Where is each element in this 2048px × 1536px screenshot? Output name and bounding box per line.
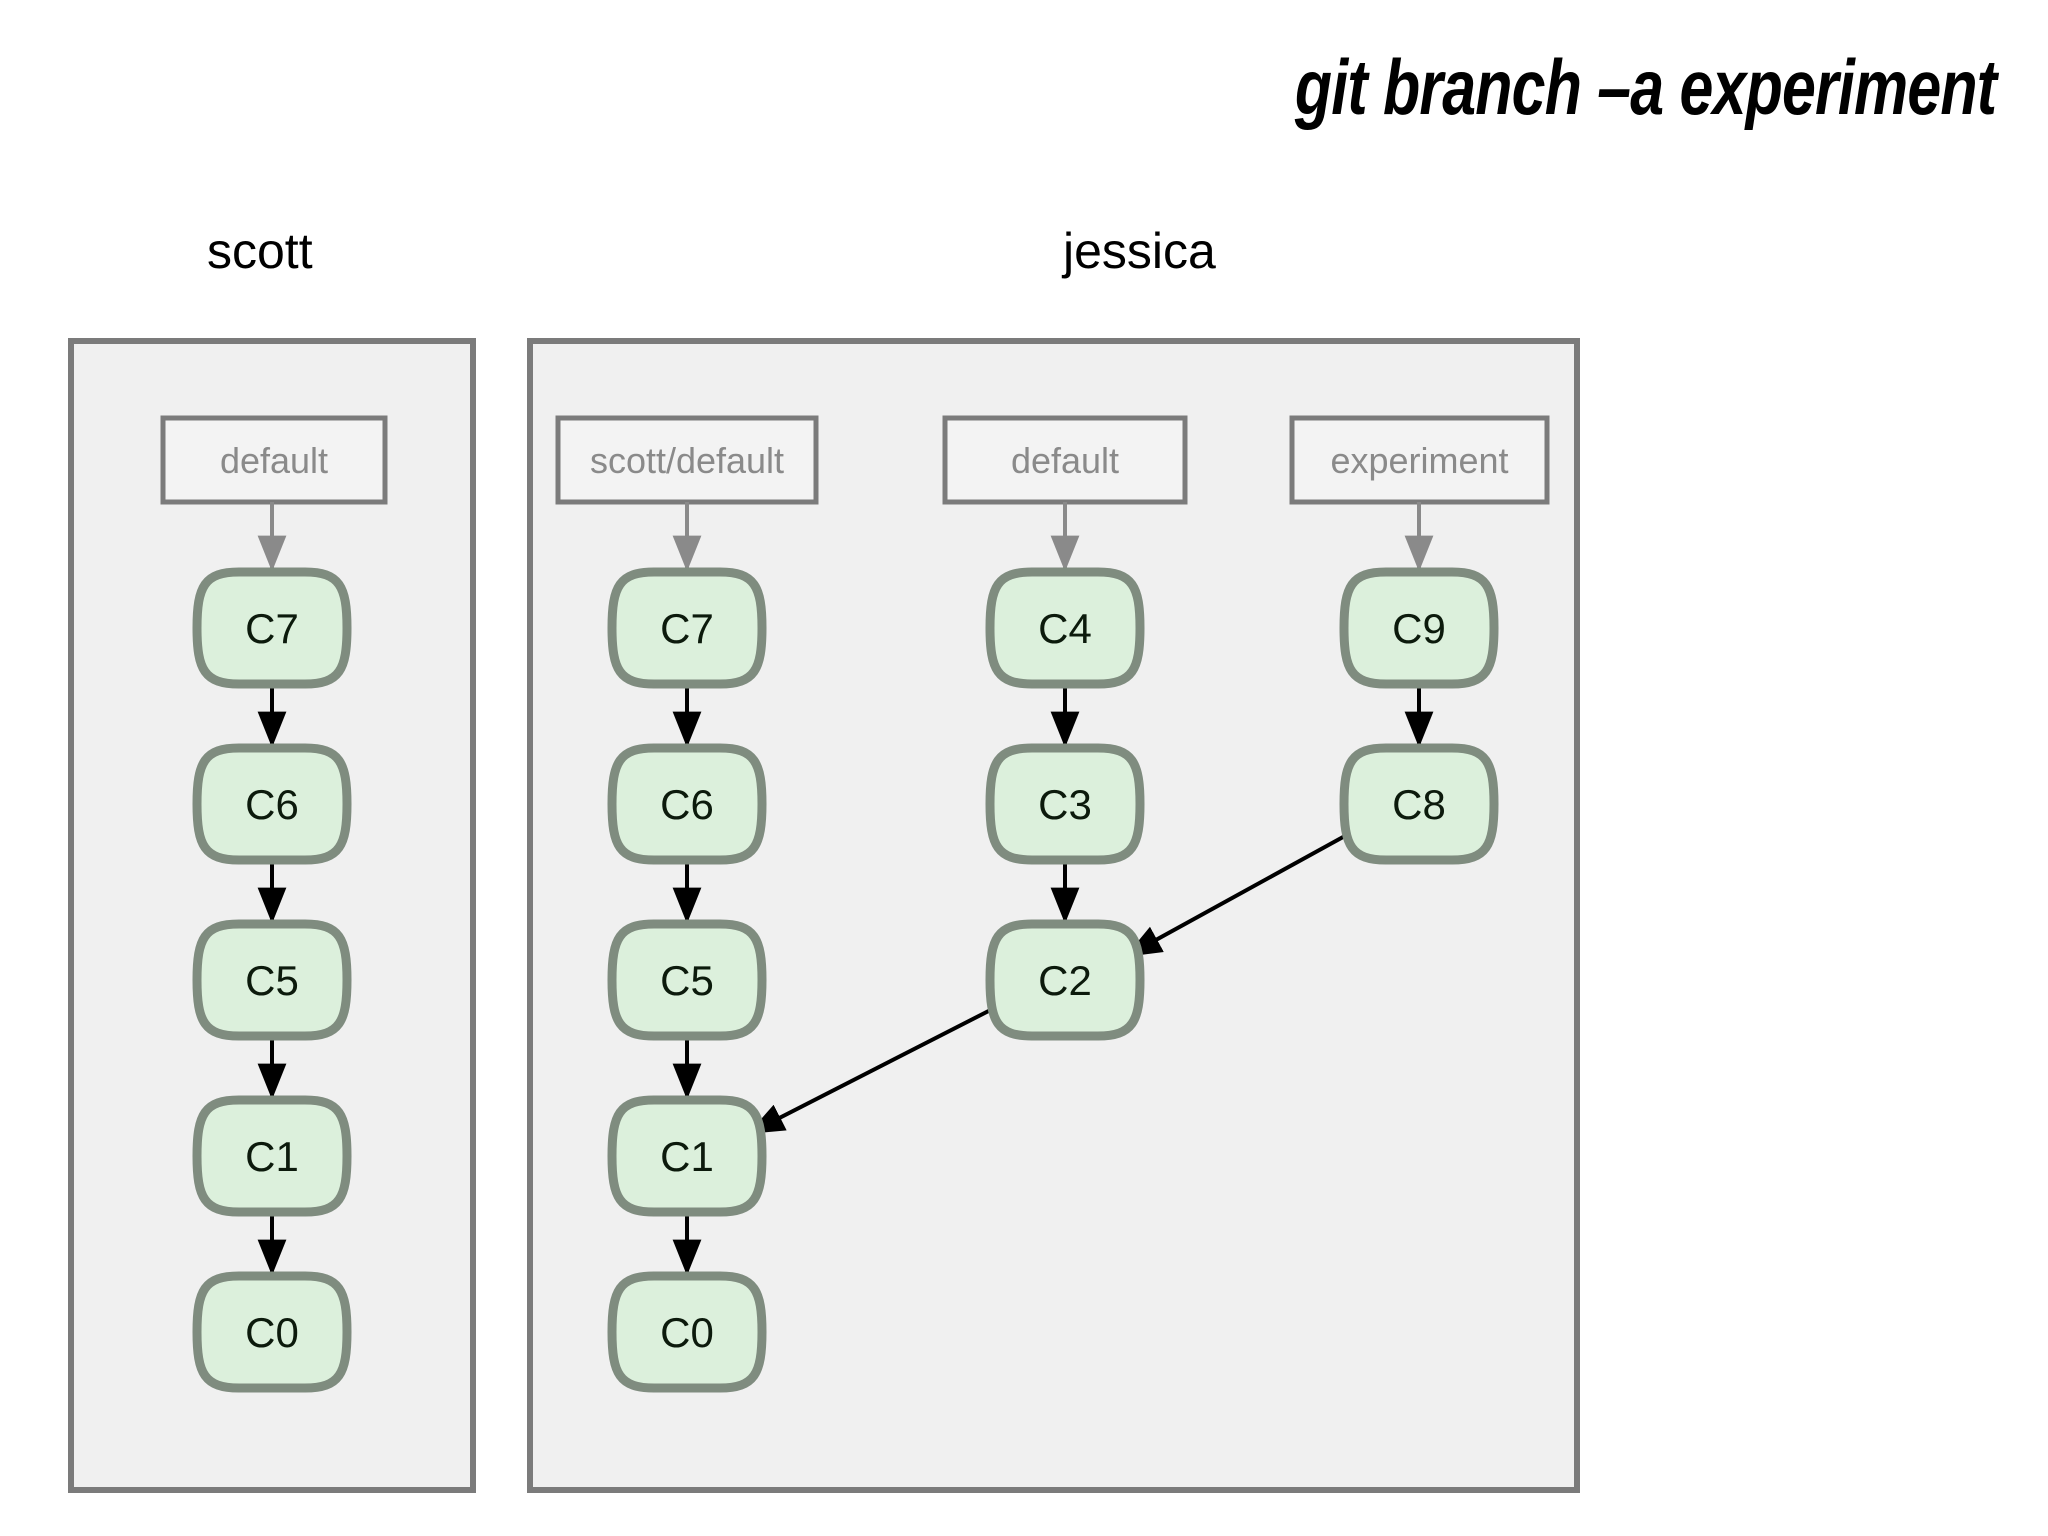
branch-labels-layer: default scott/default default experiment (160, 415, 1550, 572)
commit-node-shape[interactable] (192, 743, 352, 865)
commit-node-C6[interactable]: C6 (192, 743, 352, 865)
commit-node-C7[interactable]: C7 (607, 567, 767, 689)
commit-node-label: C6 (245, 781, 299, 828)
branch-label-text: scott/default (590, 440, 784, 481)
commit-node-label: C8 (1392, 781, 1446, 828)
commit-node-shape[interactable] (985, 743, 1145, 865)
commit-node-label: C7 (245, 605, 299, 652)
commit-node-label: C0 (245, 1309, 299, 1356)
commit-node-shape[interactable] (1339, 743, 1499, 865)
commit-node-C1[interactable]: C1 (192, 1095, 352, 1217)
commit-node-C3[interactable]: C3 (985, 743, 1145, 865)
branch-label-box[interactable] (942, 415, 1188, 505)
commit-edge-C2-to-C1 (748, 999, 1009, 1135)
commit-node-shape[interactable] (1339, 567, 1499, 689)
repo-header-scott: scott (207, 223, 313, 279)
branch-label-scott-default[interactable]: scott/default (555, 415, 819, 572)
commit-node-C2[interactable]: C2 (985, 919, 1145, 1041)
commit-node-label: C5 (660, 957, 714, 1004)
commit-node-label: C1 (660, 1133, 714, 1180)
commit-node-C8[interactable]: C8 (1339, 743, 1499, 865)
commit-node-C0[interactable]: C0 (607, 1271, 767, 1393)
commit-node-C0[interactable]: C0 (192, 1271, 352, 1393)
branch-label-experiment[interactable]: experiment (1289, 415, 1550, 572)
commit-node-shape[interactable] (192, 1095, 352, 1217)
commit-node-C5[interactable]: C5 (607, 919, 767, 1041)
command-title: git branch –a experiment (1294, 43, 1997, 131)
commit-node-shape[interactable] (985, 567, 1145, 689)
commit-node-label: C4 (1038, 605, 1092, 652)
commit-node-C5[interactable]: C5 (192, 919, 352, 1041)
commit-node-shape[interactable] (192, 1271, 352, 1393)
commit-node-label: C9 (1392, 605, 1446, 652)
commit-node-shape[interactable] (607, 1095, 767, 1217)
commit-node-shape[interactable] (607, 743, 767, 865)
commit-node-label: C5 (245, 957, 299, 1004)
commit-node-label: C1 (245, 1133, 299, 1180)
branch-label-box[interactable] (555, 415, 819, 505)
commit-node-C7[interactable]: C7 (192, 567, 352, 689)
commit-node-C4[interactable]: C4 (985, 567, 1145, 689)
commit-edge-C8-to-C2 (1125, 824, 1364, 958)
edges-layer (257, 684, 1434, 1276)
commit-node-C9[interactable]: C9 (1339, 567, 1499, 689)
commit-node-label: C6 (660, 781, 714, 828)
commit-node-label: C3 (1038, 781, 1092, 828)
commit-node-shape[interactable] (607, 919, 767, 1041)
branch-label-text: default (1011, 440, 1119, 481)
commit-node-shape[interactable] (607, 1271, 767, 1393)
branch-label-default[interactable]: default (160, 415, 388, 572)
commit-node-C6[interactable]: C6 (607, 743, 767, 865)
commit-node-label: C7 (660, 605, 714, 652)
branch-label-text: experiment (1330, 440, 1508, 481)
branch-label-text: default (220, 440, 328, 481)
commit-node-shape[interactable] (985, 919, 1145, 1041)
branch-label-default[interactable]: default (942, 415, 1188, 572)
commit-node-label: C2 (1038, 957, 1092, 1004)
commit-node-shape[interactable] (607, 567, 767, 689)
commit-node-shape[interactable] (192, 919, 352, 1041)
commit-node-label: C0 (660, 1309, 714, 1356)
commit-node-C1[interactable]: C1 (607, 1095, 767, 1217)
commit-node-shape[interactable] (192, 567, 352, 689)
repo-header-jessica: jessica (1063, 223, 1216, 279)
